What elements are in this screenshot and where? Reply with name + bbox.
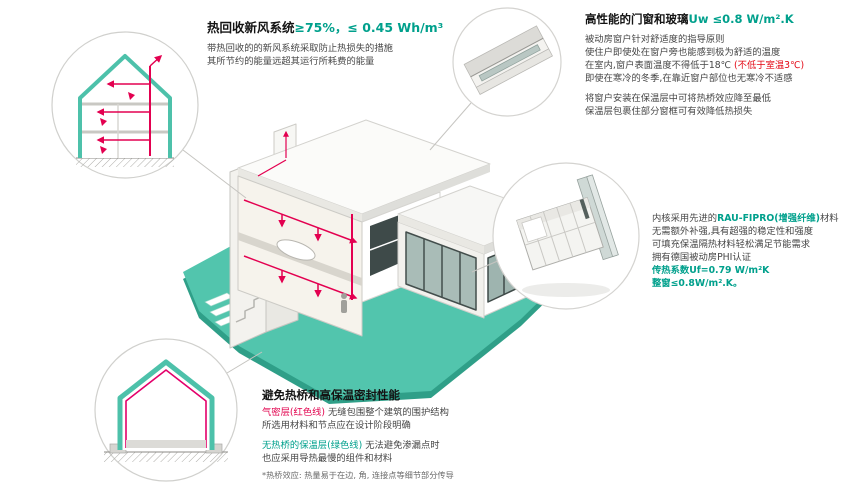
glazing [478,44,541,82]
thermal-line-4: 也应采用导热最慢的组件和材料 [262,453,393,464]
windows-section: 高性能的门窗和玻璃Uw ≤0.8 W/m².K 被动房窗户针对舒适度的指导原则 … [585,12,857,118]
ventilation-title-value: ≥75%，≤ 0.45 Wh/m³ [294,20,444,35]
thermal-paragraph-2: 无热桥的保温层(绿色线) 无法避免渗漏点时 也应采用导热最慢的组件和材料 [262,439,592,465]
ventilation-duct-diagram [96,54,163,156]
frame-line-1: 无需额外补强,具有超强的稳定性和强度 [652,226,814,237]
ventilation-body: 带热回收的的新风系统采取防止热损失的措施 其所节约的能量远超其运行所耗费的能量 [207,42,567,68]
insulation-layer-label: 无热桥的保温层(绿色线) [262,440,363,451]
main-roof [237,119,491,222]
thermal-paragraph-1: 气密层(红色线) 无缝包围整个建筑的围护结构 所选用材料和节点应在设计阶段明确 [262,406,592,432]
window-install-detail [463,25,553,95]
insulation-layer-text: 无法避免渗漏点时 [362,440,440,451]
windows-title-value: Uw ≤0.8 W/m².K [688,12,794,26]
ventilation-line-2: 其所节约的能量远超其运行所耗费的能量 [207,56,375,67]
frame-stat-uf: 传热系数Uf=0.79 W/m²K [652,265,770,276]
windows-line-4: 即使在寒冷的冬季,在靠近窗户部位也无寒冷不适感 [585,73,793,84]
windows-title-text: 高性能的门窗和玻璃 [585,12,689,26]
windows-temp-line: 在室内,窗户表面温度不得低于18℃ [585,60,735,71]
gasket [579,198,590,220]
frame-stat-uw: 整窗≤0.8W/m².K。 [652,278,743,289]
window-profile-detail [516,174,619,271]
frame-line-2: 可填充保温隔热材料轻松满足节能需求 [652,239,811,250]
windows-temp-line-red: (不低于室温3℃) [734,60,805,71]
airflow-arrows [100,92,135,154]
ventilation-title: 热回收新风系统≥75%，≤ 0.45 Wh/m³ [207,20,567,35]
frame-intro-tail: 材料 [819,213,839,224]
callout-thermal-envelope [94,338,238,482]
insulation-layer-green-line [117,359,215,450]
callout-window-installation [452,7,562,117]
frame-material-section: 内核采用先进的RAU-FIPRO(增强纤维)材料 无需额外补强,具有超强的稳定性… [652,212,862,290]
callout-ventilation [51,31,199,179]
ground-hatch [104,452,228,462]
airtight-layer-label: 气密层(红色线) [262,407,326,418]
thermal-title: 避免热桥和高保温密封性能 [262,388,400,402]
windows-title: 高性能的门窗和玻璃Uw ≤0.8 W/m².K [585,12,857,26]
windows-line-2: 使住户即使处在窗户旁也能感到极为舒适的温度 [585,47,781,58]
ventilation-section: 热回收新风系统≥75%，≤ 0.45 Wh/m³ 带热回收的的新风系统采取防止热… [207,20,567,68]
bathtub [276,239,316,261]
windows-paragraph-2: 将窗户安装在保温层中可将热桥效应降至最低 保温层包裹住部分窗框可有效降低热损失 [585,92,857,118]
connector-window-install [429,102,472,151]
callout-window-profile [492,162,640,310]
ventilation-ducts [243,130,358,300]
frame-intro-material: RAU-FIPRO(增强纤维) [717,213,820,224]
windows-line-1: 被动房窗户针对舒适度的指导原则 [585,34,725,45]
thermal-footnote: *热桥效应: 热量易于在边, 角, 连接点等细节部分传导 [262,470,454,480]
windows-paragraph-1: 被动房窗户针对舒适度的指导原则 使住户即使处在窗户旁也能感到极为舒适的温度 在室… [585,33,857,85]
profile-shadow [522,283,610,297]
ventilation-line-1: 带热回收的的新风系统采取防止热损失的措施 [207,43,393,54]
interior-cut-plane [237,130,363,337]
airtight-layer-red-line [125,369,207,448]
connector-thermal [226,351,263,374]
frame-intro: 内核采用先进的 [652,213,718,224]
frame-material-body: 内核采用先进的RAU-FIPRO(增强纤维)材料 无需额外补强,具有超强的稳定性… [652,212,862,290]
frame-line-3: 拥有德国被动房PHI认证 [652,252,752,263]
thermal-section: 避免热桥和高保温密封性能 气密层(红色线) 无缝包围整个建筑的围护结构 所选用材… [262,388,592,481]
thermal-line-2: 所选用材料和节点应在设计阶段明确 [262,420,411,431]
airtight-layer-text: 无缝包围整个建筑的围护结构 [325,407,449,418]
connector-window-profile [471,259,501,273]
windows-line-6: 保温层包裹住部分窗框可有效降低热损失 [585,106,753,117]
ground-hatch [76,158,174,167]
callout-connectors [182,102,501,374]
ventilation-title-text: 热回收新风系统 [207,20,295,35]
windows-line-5: 将窗户安装在保温层中可将热桥效应降至最低 [585,93,771,104]
connector-ventilation [182,149,247,199]
person-figure [341,293,347,313]
floor-slab [126,440,206,448]
